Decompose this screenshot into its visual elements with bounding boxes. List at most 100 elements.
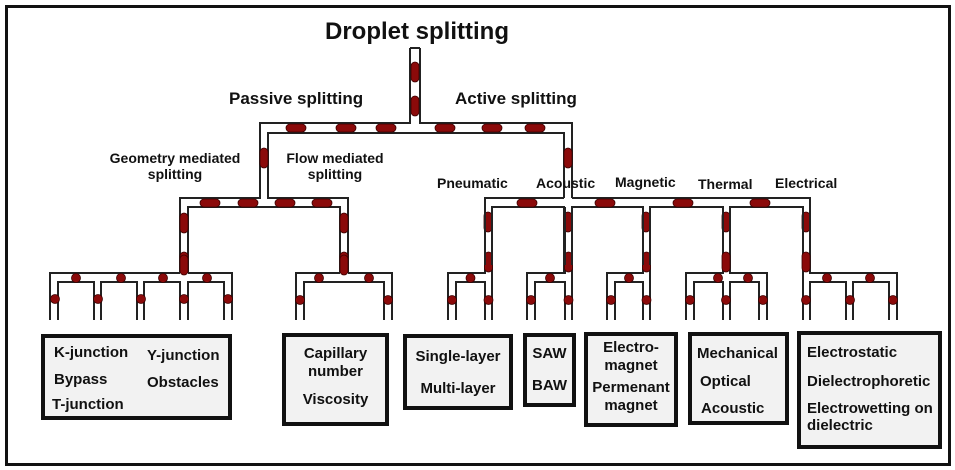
acoustic-label: Acoustic — [536, 175, 596, 191]
droplet — [335, 123, 357, 133]
geometry-mediated-label: Geometry mediated splitting — [100, 150, 250, 182]
electrowetting-line2: dielectric — [807, 416, 873, 434]
flow-mediated-line2: splitting — [307, 166, 363, 183]
droplet — [526, 295, 536, 305]
magnetic-label: Magnetic — [615, 174, 676, 190]
droplet — [223, 294, 233, 304]
droplet — [202, 273, 212, 283]
droplet — [545, 273, 555, 283]
method-dielectrophoretic: Dielectrophoretic — [807, 373, 931, 390]
flow-outer-right — [348, 272, 393, 320]
method-mechanical: Mechanical — [697, 345, 778, 362]
droplet — [364, 273, 374, 283]
droplet — [481, 123, 503, 133]
active-l2-seg2 — [571, 206, 644, 273]
droplet — [71, 273, 81, 283]
droplet — [285, 123, 307, 133]
droplet — [801, 295, 811, 305]
pneumatic-outer — [447, 265, 486, 320]
droplet — [845, 295, 855, 305]
method-viscosity: Viscosity — [302, 391, 369, 408]
droplet — [339, 212, 349, 234]
droplet — [179, 212, 189, 234]
electrowetting-line1: Electrowetting on — [807, 400, 933, 417]
geometry-mediated-line1: Geometry mediated — [109, 150, 241, 166]
passive-l2-inner — [187, 206, 341, 273]
droplet — [606, 295, 616, 305]
thermal-methods-box: Mechanical Optical Acoustic — [688, 332, 789, 425]
droplet — [672, 198, 694, 208]
acoustic-methods-box: SAW BAW — [523, 333, 576, 407]
droplet — [274, 198, 296, 208]
geo-outer-left — [49, 272, 180, 320]
droplet — [888, 295, 898, 305]
method-acoustic: Acoustic — [701, 400, 765, 417]
electrical-inner1 — [809, 281, 847, 320]
droplet — [295, 295, 305, 305]
method-bypass: Bypass — [54, 371, 108, 388]
droplet — [713, 273, 723, 283]
droplet — [447, 295, 457, 305]
droplet — [624, 273, 634, 283]
droplet — [801, 251, 811, 273]
flow-inner — [303, 281, 385, 320]
droplet — [563, 147, 573, 169]
method-obstacles: Obstacles — [147, 374, 219, 391]
capillary-line1: Capillary — [303, 345, 368, 362]
acoustic-outer — [526, 265, 566, 320]
pneumatic-label: Pneumatic — [437, 175, 508, 191]
droplet — [822, 273, 832, 283]
diagram-frame — [5, 5, 951, 466]
active-l2-seg4 — [729, 206, 804, 273]
electrical-label: Electrical — [775, 175, 838, 191]
droplet — [483, 295, 494, 305]
title: Droplet splitting — [325, 18, 509, 45]
method-permanent-magnet: Permenant magnet — [588, 379, 674, 415]
electrical-methods-box: Electrostatic Dielectrophoretic Electrow… — [797, 331, 942, 449]
geo-branch — [57, 281, 95, 320]
droplet — [136, 294, 146, 304]
droplet — [865, 273, 875, 283]
pneumatic-methods-box: Single-layer Multi-layer — [403, 334, 513, 410]
droplet — [749, 198, 771, 208]
geo-outer-right — [188, 272, 233, 320]
droplet — [179, 294, 189, 304]
droplet — [410, 61, 420, 83]
thermal-left-inner — [693, 281, 724, 320]
electromagnet-line1: Electro- — [603, 339, 659, 356]
method-saw: SAW — [532, 345, 567, 362]
geo-branch — [143, 281, 181, 320]
geometry-mediated-line2: splitting — [147, 166, 203, 183]
droplet — [410, 95, 420, 117]
geo-branch — [100, 281, 138, 320]
method-capillary-number: Capillary number — [286, 345, 385, 381]
method-electrostatic: Electrostatic — [807, 344, 898, 361]
electrical-inner2 — [852, 281, 890, 320]
droplet — [563, 295, 574, 305]
geo-branch — [187, 281, 225, 320]
droplet — [259, 147, 269, 169]
method-y-junction: Y-junction — [147, 347, 220, 364]
droplet — [50, 294, 60, 304]
droplet — [721, 295, 731, 305]
thermal-label: Thermal — [698, 176, 753, 192]
passive-splitting-label: Passive splitting — [229, 89, 364, 108]
flow-mediated-line1: Flow mediated — [286, 150, 384, 166]
droplet — [524, 123, 546, 133]
permanent-magnet-line2: magnet — [604, 397, 658, 414]
method-k-junction: K-junction — [54, 344, 129, 361]
flow-outer-left — [295, 272, 340, 320]
magnetic-outer — [606, 265, 644, 320]
droplet — [641, 295, 652, 305]
acoustic-inner — [534, 281, 566, 320]
pneumatic-inner — [455, 281, 486, 320]
active-l2-left-outer — [484, 197, 564, 273]
droplet — [237, 198, 259, 208]
droplet — [375, 123, 397, 133]
droplet — [434, 123, 456, 133]
thermal-right-inner — [729, 281, 760, 320]
active-splitting-label: Active splitting — [455, 89, 577, 108]
droplet — [758, 295, 768, 305]
droplet — [179, 254, 189, 276]
